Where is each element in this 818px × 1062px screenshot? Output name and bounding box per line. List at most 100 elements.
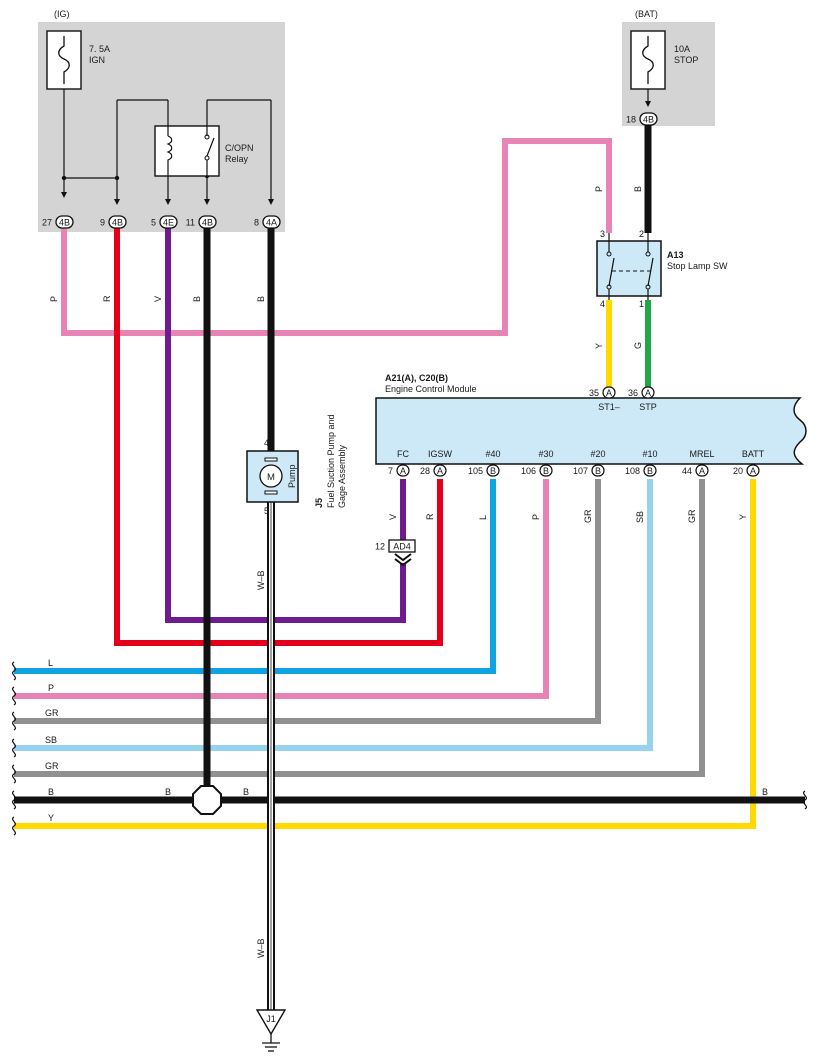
bat-pin: 18 [626, 115, 636, 125]
ecm-conn: A [400, 466, 406, 476]
ecm-label: #20 [590, 449, 605, 459]
ad4-conn: AD4 [393, 542, 411, 552]
ecm-conn: B [595, 466, 601, 476]
wire-label: SB [45, 735, 57, 745]
ig-conn-5: 4A [266, 218, 277, 228]
wire-label: B [48, 787, 54, 797]
ecm-label: #40 [485, 449, 500, 459]
fuse-element-icon [642, 36, 654, 84]
ig-conn-3: 4E [163, 218, 174, 228]
ground-conn: J1 [266, 1014, 276, 1024]
pump-pin-5: 5 [264, 506, 269, 516]
ig-pin-2: 9 [100, 218, 105, 228]
wire-label: SB [635, 511, 645, 523]
wire-label: P [48, 683, 54, 693]
ecm-conn: A [437, 466, 443, 476]
ecm-top-label-2: STP [639, 402, 657, 412]
ecm-top-pin-2: 36 [628, 388, 638, 398]
ecm-top-pin-1: 35 [589, 388, 599, 398]
bat-conn: 4B [643, 115, 654, 125]
wire-sb-10 [14, 479, 653, 751]
ecm-terminal-fc: A 7 FC [388, 449, 410, 477]
chevron-down-icon [394, 553, 412, 567]
wire-p-ig [61, 138, 612, 336]
connector-oval [159, 215, 178, 229]
ecm-pin: 28 [420, 466, 430, 476]
switch-contact-icon [647, 257, 654, 287]
ig-pin-1: 27 [42, 218, 52, 228]
bat-junction-block: (BAT) 10A STOP [622, 9, 715, 126]
ground-connector [255, 1009, 287, 1036]
connector-oval [108, 215, 127, 229]
wire-label: GR [45, 761, 59, 771]
stop-lamp-switch: 3 2 4 1 A13 Stop Lamp SW [596, 229, 728, 309]
fuel-pump-assembly: M Pump 4 5 J5 Fuel Suction Pump and Gage… [246, 414, 347, 516]
pump-pin-4: 4 [264, 438, 269, 448]
wire-break-mark-right [803, 790, 807, 810]
ground-j1: J1 [255, 1009, 287, 1052]
ecm-top-conn-2: A [645, 388, 651, 398]
ig-conn-4: 4B [202, 218, 213, 228]
ecm-conn: A [750, 466, 756, 476]
ecm-top-label-1: ST1– [598, 402, 620, 412]
wire-gr-mrel [14, 479, 705, 777]
switch-pin-4: 4 [600, 299, 605, 309]
switch-id: A13 [667, 250, 684, 260]
switch-pin-1: 1 [639, 299, 644, 309]
connector-oval [602, 386, 616, 399]
ecm-pin: 20 [733, 466, 743, 476]
wire-label: GR [45, 708, 59, 718]
ecm-terminal-10: B 108 #10 [625, 449, 658, 477]
b-splice [192, 785, 222, 815]
wire-label: W–B [256, 570, 266, 590]
ig-junction-block: (IG) 7. 5A IGN C/OPN Relay [38, 9, 285, 232]
relay-name: C/OPN [225, 143, 254, 153]
ecm-terminal-40: B 105 #40 [468, 449, 501, 477]
ecm-pin: 7 [388, 466, 393, 476]
ecm-pin: 105 [468, 466, 483, 476]
ecm-body [375, 397, 807, 465]
wire-r-igsw [114, 224, 443, 646]
ecm-name: Engine Control Module [385, 384, 477, 394]
wire-labels: P R V B B P B Y G V R L P GR SB GR Y W–B… [45, 186, 768, 958]
wire-label: B [633, 186, 643, 192]
relay-word: Relay [225, 154, 249, 164]
ecm-terminal-igsw: A 28 IGSW [420, 449, 453, 477]
ecm-ids: A21(A), C20(B) [385, 373, 448, 383]
connector-oval [55, 215, 74, 229]
wire-label: B [762, 787, 768, 797]
bat-source-label: (BAT) [635, 9, 658, 19]
wire-label: Y [48, 813, 54, 823]
ig-pin-3: 5 [151, 218, 156, 228]
ecm-terminal-30: B 106 #30 [521, 449, 554, 477]
connector-oval [262, 215, 281, 229]
wire-label: GR [583, 509, 593, 523]
wire-label: Y [594, 343, 604, 349]
engine-control-module: A21(A), C20(B) Engine Control Module A 3… [375, 373, 807, 477]
ecm-terminal-20: B 107 #20 [573, 449, 606, 477]
wire-label: P [594, 186, 604, 192]
ad4-pin: 12 [375, 542, 385, 552]
ecm-top-conn-1: A [606, 388, 612, 398]
ecm-label: #10 [642, 449, 657, 459]
ig-connectors: 4B 27 4B 9 4E 5 4B 11 4A 8 [42, 215, 281, 229]
fuse-element-icon [58, 36, 70, 84]
wire-label: B [165, 787, 171, 797]
stop-fuse-rating: 10A [674, 44, 690, 54]
wires [14, 125, 805, 1010]
wire-break-marks-left [12, 661, 16, 836]
ecm-pin: 108 [625, 466, 640, 476]
ecm-conn: B [490, 466, 496, 476]
wire-label: B [243, 787, 249, 797]
pump-name-2: Gage Assembly [337, 444, 347, 508]
ecm-label: MREL [689, 449, 714, 459]
switch-contact-icon [608, 257, 615, 287]
connector-oval [198, 215, 217, 229]
wire-label: V [153, 296, 163, 302]
switch-name: Stop Lamp SW [667, 261, 728, 271]
ign-fuse-name: IGN [89, 55, 105, 65]
wire-label: V [388, 514, 398, 520]
ecm-terminal-batt: A 20 BATT [733, 449, 765, 477]
wire-p-30 [14, 479, 549, 699]
wire-label: B [256, 296, 266, 302]
